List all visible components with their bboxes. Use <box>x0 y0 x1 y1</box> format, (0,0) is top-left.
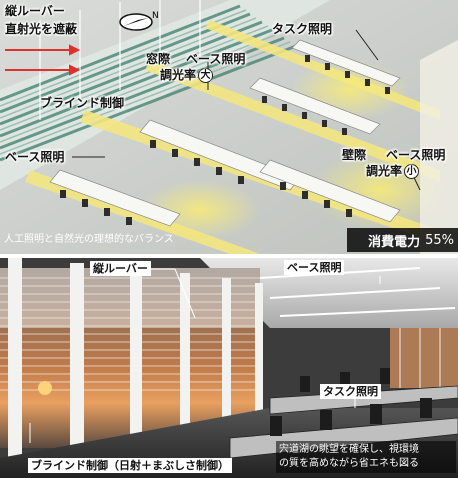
office-interior-photo: 縦ルーバー ベース照明 タスク照明 ブラインド制御（日射＋まぶしさ制御） 宍道湖… <box>0 258 458 478</box>
louver-label-photo: 縦ルーバー <box>90 261 151 276</box>
base-light-label: ベース照明 <box>5 150 65 164</box>
window-dimming-label: 調光率大 <box>160 68 214 83</box>
description-line-1: 宍道湖の眺望を確保し、視環境 <box>279 444 419 455</box>
louver-label: 縦ルーバー <box>5 4 65 18</box>
power-consumption-badge: 消費電力 55% <box>347 228 458 252</box>
wall-level-badge: 小 <box>404 164 420 179</box>
office-lighting-diagram: N 縦ルーバー 直射光を遮蔽 タスク照明 窓際 ベース照明 調光率大 ブラインド… <box>0 0 458 254</box>
wall-side-label: 壁際 <box>342 148 367 162</box>
window-side-label: 窓際 <box>146 52 171 66</box>
wall-dimming-label: 調光率小 <box>366 164 420 179</box>
window-level-badge: 大 <box>198 68 214 83</box>
direct-light-shielding-label: 直射光を遮蔽 <box>5 22 78 36</box>
task-light-label: タスク照明 <box>272 22 333 36</box>
compass-icon: N <box>118 8 162 32</box>
wall-base-light-label: ベース照明 <box>386 148 446 162</box>
description-box: 宍道湖の眺望を確保し、視環境 の質を高めながら省エネも図る <box>276 441 456 473</box>
office-floor-illustration <box>0 0 458 254</box>
caption: 人工照明と自然光の理想的なバランス <box>4 234 174 245</box>
window-base-light-label: ベース照明 <box>186 52 246 66</box>
blind-control-label: ブラインド制御 <box>40 96 125 110</box>
power-value: 55% <box>425 232 454 248</box>
base-light-label-photo: ベース照明 <box>284 260 345 275</box>
power-label: 消費電力 <box>368 234 421 250</box>
task-light-label-photo: タスク照明 <box>320 384 381 399</box>
wall-dimming-text: 調光率 <box>366 164 403 178</box>
window-dimming-text: 調光率 <box>160 68 197 82</box>
svg-text:N: N <box>152 11 159 21</box>
blind-control-label-photo: ブラインド制御（日射＋まぶしさ制御） <box>28 458 232 473</box>
description-line-2: の質を高めながら省エネも図る <box>279 458 419 469</box>
